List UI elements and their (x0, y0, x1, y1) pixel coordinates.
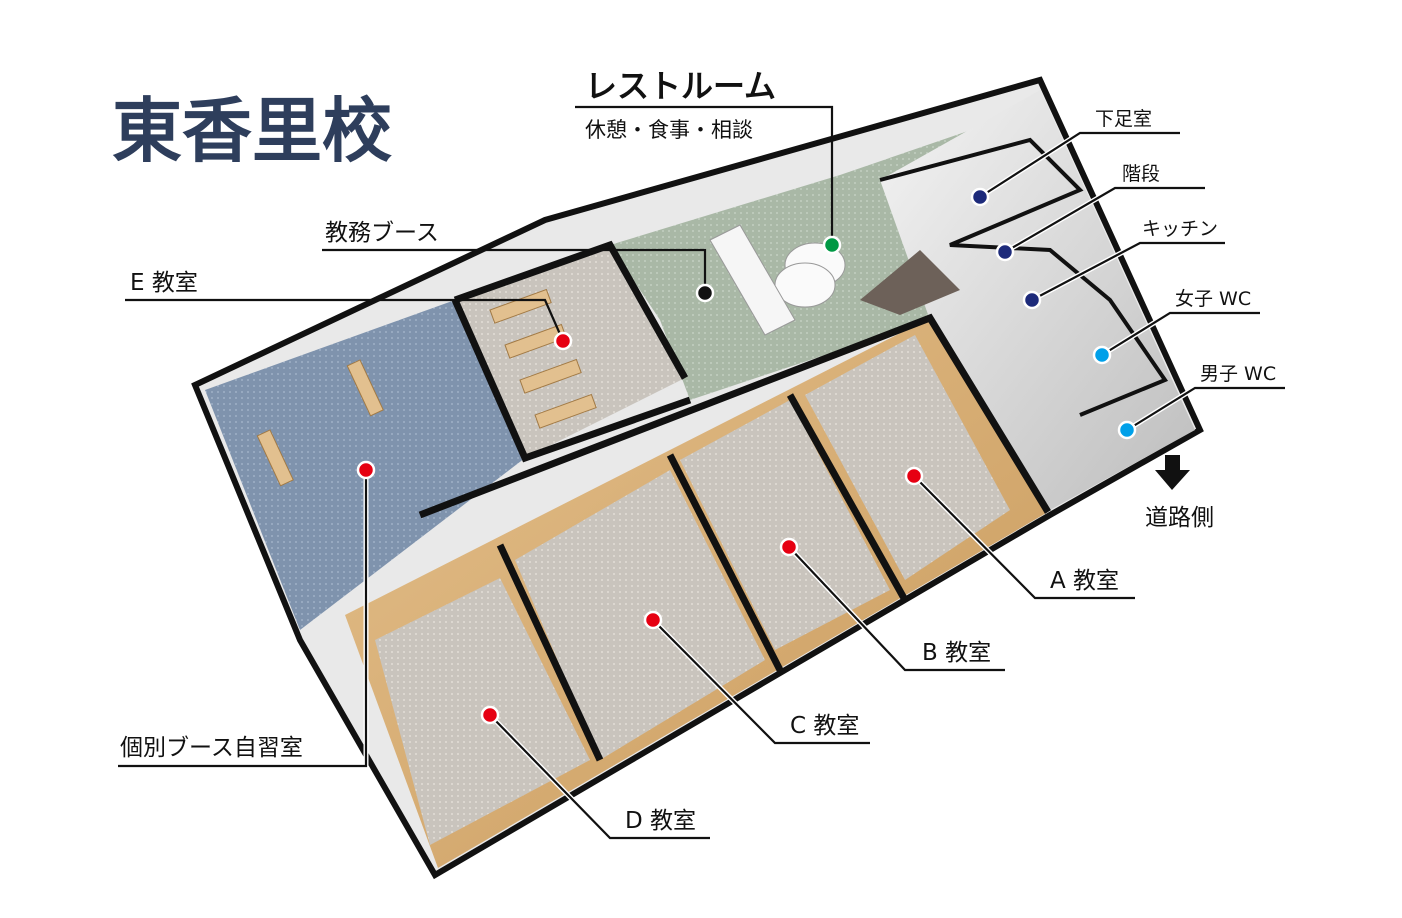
lounge-counter (709, 224, 796, 336)
classroom-divider-bc (666, 453, 784, 672)
label-mens-wc: 男子 WC (1200, 363, 1276, 385)
dot-stairs (995, 242, 1015, 262)
label-stairs: 階段 (1122, 163, 1160, 185)
stair-floor (860, 250, 960, 315)
label-room-a: A 教室 (1050, 568, 1119, 594)
label-shoe-room: 下足室 (1095, 108, 1152, 130)
marker-dots (356, 187, 1137, 725)
room-b-carpet (680, 400, 890, 650)
dot-room-a (904, 466, 924, 486)
dot-restroom (822, 235, 842, 255)
label-office-booth: 教務ブース (325, 220, 439, 246)
office-booth-floor (455, 245, 685, 458)
label-room-e: E 教室 (130, 270, 198, 296)
label-room-d: D 教室 (625, 808, 696, 834)
dot-mens-wc (1117, 420, 1137, 440)
label-room-c: C 教室 (790, 713, 859, 739)
dot-room-e (553, 331, 573, 351)
inner-wall-top (451, 298, 692, 463)
page-title: 東香里校 (112, 90, 392, 172)
road-arrow (1155, 455, 1190, 490)
dot-shoe-room (970, 187, 990, 207)
classroom-divider-ab (786, 393, 909, 602)
label-road-side: 道路側 (1145, 505, 1214, 531)
dot-study-booth (356, 460, 376, 480)
classroom-divider-cd (496, 543, 604, 762)
label-kitchen: キッチン (1142, 218, 1218, 240)
label-room-b: B 教室 (922, 640, 991, 666)
room-c-carpet (515, 470, 765, 760)
label-restroom-sub: 休憩・食事・相談 (585, 118, 753, 142)
dot-room-b (779, 537, 799, 557)
label-restroom: レストルーム (585, 67, 776, 105)
dot-kitchen (1022, 290, 1042, 310)
dot-office-booth (695, 283, 715, 303)
corridor-wall (418, 313, 1051, 519)
booth-wall (453, 240, 689, 380)
label-study-booth: 個別ブース自習室 (120, 735, 303, 761)
dot-womens-wc (1092, 345, 1112, 365)
label-womens-wc: 女子 WC (1175, 288, 1251, 310)
leader-lines (118, 105, 1285, 840)
dot-room-d (480, 705, 500, 725)
dot-room-c (643, 610, 663, 630)
